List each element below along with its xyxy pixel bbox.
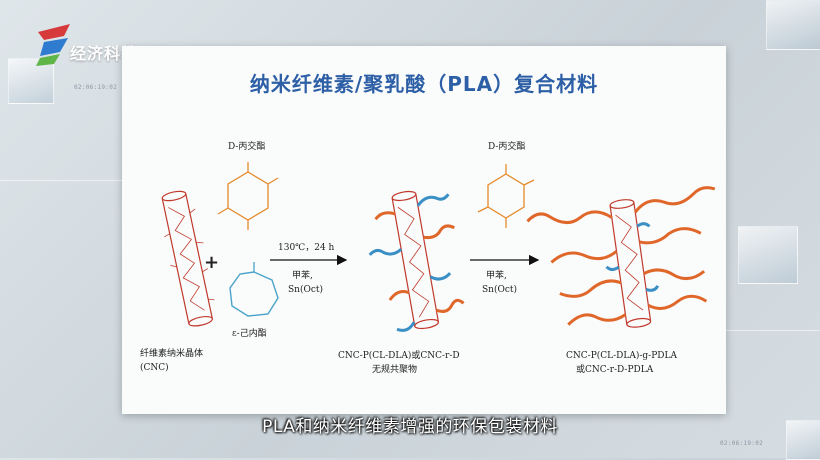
step2-solvent: 甲苯,	[486, 269, 507, 281]
decorative-line	[726, 330, 820, 331]
background-timestamp-bottom: 02:06:19:02	[720, 440, 764, 447]
cnc-abbr-label: (CNC)	[140, 362, 169, 373]
step1-catalyst: Sn(Oct)	[288, 284, 323, 295]
channel-logo-text: 经济科教	[70, 44, 139, 63]
background-timestamp-top: 02:06:19:02	[74, 84, 118, 91]
slide-panel: 纳米纤维素/聚乳酸（PLA）复合材料 + D-丙交酯	[122, 46, 726, 414]
decorative-cube-left	[8, 58, 54, 104]
product1-name: CNC-P(CL-DLA)或CNC-r-D	[338, 349, 460, 361]
cnc-name-label: 纤维素纳米晶体	[140, 347, 203, 359]
step1-solvent: 甲苯,	[292, 269, 313, 281]
reagent-2-label: D-丙交酯	[488, 140, 525, 152]
decorative-cube-bottom-right	[786, 420, 820, 460]
decorative-cube-right-top	[766, 0, 820, 50]
product1-desc: 无规共聚物	[372, 363, 417, 375]
caprolactone-ring-icon	[229, 262, 279, 317]
plus-sign: +	[204, 252, 219, 273]
lactide-ring-icon	[217, 162, 279, 230]
channel-logo-icon	[36, 24, 70, 66]
product2-line2: 或CNC-r-D-PDLA	[576, 363, 654, 375]
grafted-cnc-icon	[526, 186, 716, 328]
reaction-diagram: + D-丙交酯 ε-己内酯 纤维素纳米晶体 (CNC) 130℃，24 h 甲苯…	[140, 140, 716, 375]
slide-title: 纳米纤维素/聚乳酸（PLA）复合材料	[249, 72, 599, 96]
decorative-line	[0, 180, 122, 181]
step2-catalyst: Sn(Oct)	[482, 284, 517, 295]
caprolactone-label: ε-己内酯	[232, 327, 267, 339]
product2-line1: CNC-P(CL-DLA)-g-PDLA	[566, 350, 677, 361]
decorative-cube-right	[738, 226, 798, 284]
copolymer-cnc-icon	[368, 190, 465, 332]
lactide-ring-2-icon	[477, 164, 535, 228]
video-caption: PLA和纳米纤维素增强的环保包装材料	[262, 417, 558, 437]
reagent-1-label: D-丙交酯	[228, 140, 265, 152]
step1-condition: 130℃，24 h	[278, 243, 335, 253]
cnc-crystal-icon	[161, 190, 215, 327]
